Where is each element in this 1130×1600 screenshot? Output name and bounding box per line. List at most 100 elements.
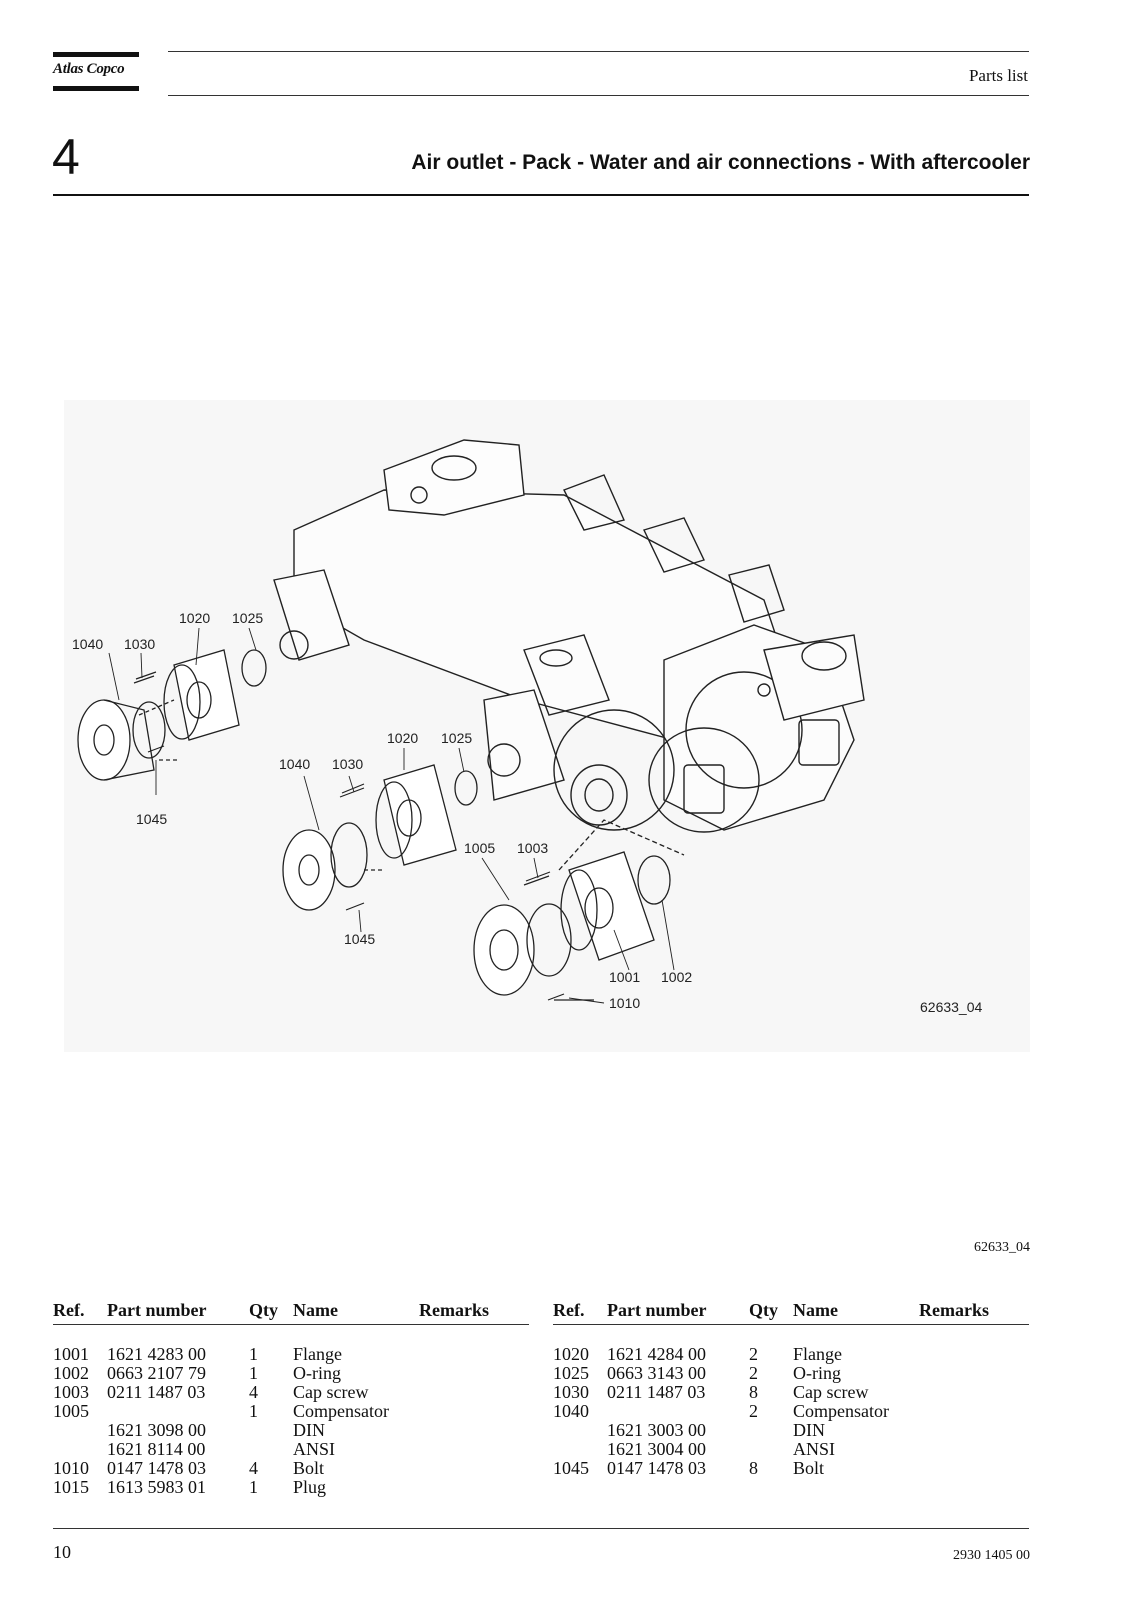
exploded-parts-left <box>77 649 267 781</box>
cell-name: Flange <box>793 1344 842 1364</box>
logo-top-bar <box>53 52 139 57</box>
cell-qty: 1 <box>249 1363 258 1383</box>
header-part-number: Part number <box>107 1300 207 1320</box>
figure-code-inset: 62633_04 <box>920 999 983 1015</box>
cell-part-number: 0147 1478 03 <box>107 1458 206 1478</box>
cell-qty: 1 <box>249 1477 258 1497</box>
table-row: 1621 3098 00 DIN <box>53 1421 529 1440</box>
cell-ref: 1010 <box>53 1458 89 1478</box>
callout-1003: 1003 <box>517 840 548 856</box>
document-number: 2930 1405 00 <box>953 1548 1030 1563</box>
cell-ref: 1040 <box>553 1401 589 1421</box>
cell-qty: 1 <box>249 1344 258 1364</box>
exploded-parts-middle <box>282 764 478 911</box>
callout-1040-a: 1040 <box>72 636 103 652</box>
cell-part-number: 0663 3143 00 <box>607 1363 706 1383</box>
header-part-number: Part number <box>607 1300 707 1320</box>
cell-name: Bolt <box>293 1458 325 1478</box>
header-rule-bottom <box>168 95 1029 96</box>
table-row: 1005 1 Compensator <box>53 1402 529 1421</box>
cell-name: Cap screw <box>293 1382 369 1402</box>
table-row: 1621 3004 00 ANSI <box>553 1440 1029 1459</box>
exploded-parts-right <box>473 819 685 1001</box>
table-row: 1025 0663 3143 00 2 O-ring <box>553 1364 1029 1383</box>
cell-ref: 1001 <box>53 1344 89 1364</box>
chapter-title: Air outlet - Pack - Water and air connec… <box>411 151 1030 174</box>
header-remarks: Remarks <box>419 1300 489 1320</box>
table-row: 1003 0211 1487 03 4 Cap screw <box>53 1383 529 1402</box>
exploded-view-figure: 1040 1030 1020 1025 1045 1040 1030 1020 … <box>64 400 1030 1052</box>
logo-bottom-bar <box>53 86 139 91</box>
screws <box>133 671 565 1001</box>
table-row: 1045 0147 1478 03 8 Bolt <box>553 1459 1029 1478</box>
header-name: Name <box>293 1300 338 1320</box>
table-row: 1030 0211 1487 03 8 Cap screw <box>553 1383 1029 1402</box>
table-rows: 1001 1621 4283 00 1 Flange 1002 0663 210… <box>53 1345 529 1497</box>
cell-ref: 1003 <box>53 1382 89 1402</box>
cell-name: Bolt <box>793 1458 825 1478</box>
leader-lines <box>108 627 675 1004</box>
cell-name: Cap screw <box>793 1382 869 1402</box>
cell-ref: 1015 <box>53 1477 89 1497</box>
cell-qty: 4 <box>249 1458 258 1478</box>
cell-name: Flange <box>293 1344 342 1364</box>
cell-qty: 8 <box>749 1382 758 1402</box>
parts-table-right: Ref. Part number Qty Name Remarks 1020 1… <box>553 1300 1029 1478</box>
cell-ref: 1030 <box>553 1382 589 1402</box>
cell-ref: 1045 <box>553 1458 589 1478</box>
callout-1020-b: 1020 <box>387 730 418 746</box>
header-rule-top <box>168 51 1029 52</box>
table-row: 1002 0663 2107 79 1 O-ring <box>53 1364 529 1383</box>
callout-1025-b: 1025 <box>441 730 472 746</box>
header-ref: Ref. <box>553 1300 585 1320</box>
cell-name: Compensator <box>793 1401 889 1421</box>
cell-part-number: 1613 5983 01 <box>107 1477 206 1497</box>
compressor-body-drawing <box>273 439 865 833</box>
table-header: Ref. Part number Qty Name Remarks <box>553 1300 1029 1325</box>
callout-1005: 1005 <box>464 840 495 856</box>
table-rows: 1020 1621 4284 00 2 Flange 1025 0663 314… <box>553 1345 1029 1478</box>
callout-1020-a: 1020 <box>179 610 210 626</box>
cell-qty: 4 <box>249 1382 258 1402</box>
table-row: 1621 8114 00 ANSI <box>53 1440 529 1459</box>
cell-ref: 1002 <box>53 1363 89 1383</box>
callout-1040-b: 1040 <box>279 756 310 772</box>
cell-name: O-ring <box>793 1363 841 1383</box>
atlas-copco-logo: Atlas Copco <box>53 61 125 77</box>
header-remarks: Remarks <box>919 1300 989 1320</box>
cell-part-number: 1621 3003 00 <box>607 1420 706 1440</box>
cell-qty: 2 <box>749 1363 758 1383</box>
cell-qty: 2 <box>749 1401 758 1421</box>
callout-1002: 1002 <box>661 969 692 985</box>
table-row: 1015 1613 5983 01 1 Plug <box>53 1478 529 1497</box>
title-rule <box>53 194 1029 196</box>
table-header: Ref. Part number Qty Name Remarks <box>53 1300 529 1325</box>
cell-part-number: 1621 3004 00 <box>607 1439 706 1459</box>
table-row: 1010 0147 1478 03 4 Bolt <box>53 1459 529 1478</box>
page-number: 10 <box>53 1542 71 1562</box>
cell-name: Compensator <box>293 1401 389 1421</box>
section-label: Parts list <box>968 66 1028 85</box>
cell-name: DIN <box>293 1420 325 1440</box>
chapter-number: 4 <box>52 129 80 185</box>
cell-name: Plug <box>293 1477 327 1497</box>
cell-part-number: 1621 8114 00 <box>107 1439 206 1459</box>
table-row: 1621 3003 00 DIN <box>553 1421 1029 1440</box>
table-row: 1001 1621 4283 00 1 Flange <box>53 1345 529 1364</box>
callout-1030-b: 1030 <box>332 756 363 772</box>
cell-part-number: 0147 1478 03 <box>607 1458 706 1478</box>
cell-ref: 1020 <box>553 1344 589 1364</box>
cell-qty: 8 <box>749 1458 758 1478</box>
cell-qty: 1 <box>249 1401 258 1421</box>
cell-name: ANSI <box>793 1439 836 1459</box>
cell-name: DIN <box>793 1420 825 1440</box>
cell-qty: 2 <box>749 1344 758 1364</box>
header-ref: Ref. <box>53 1300 85 1320</box>
figure-code: 62633_04 <box>974 1240 1030 1255</box>
callout-1025-a: 1025 <box>232 610 263 626</box>
parts-table-left: Ref. Part number Qty Name Remarks 1001 1… <box>53 1300 529 1497</box>
callout-1010: 1010 <box>609 995 640 1011</box>
callout-1001: 1001 <box>609 969 640 985</box>
cell-part-number: 1621 4283 00 <box>107 1344 206 1364</box>
cell-ref: 1005 <box>53 1401 89 1421</box>
